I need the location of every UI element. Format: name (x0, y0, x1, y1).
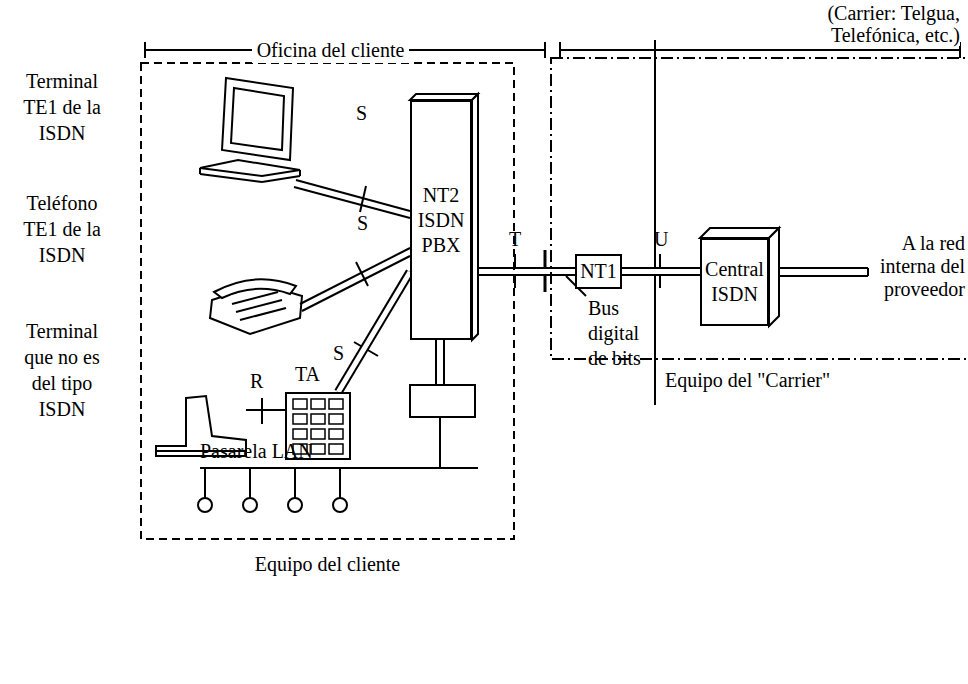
keypad-key (293, 399, 307, 409)
equipment-label: Central ISDN (704, 257, 765, 307)
connector (622, 271, 700, 272)
box-top-face (410, 94, 478, 100)
reference-label: A la red interna del proveedor (868, 232, 965, 301)
keypad-key (311, 414, 325, 424)
reference-label: (Carrier: Telgua, Telefónica, etc.) (818, 2, 960, 46)
region-title: Equipo del cliente (140, 552, 515, 577)
reference-label: S (356, 100, 370, 126)
box-side-face (769, 228, 779, 326)
box-side-face (472, 94, 478, 340)
region-border (141, 63, 514, 539)
keypad-key (311, 429, 325, 439)
equipment-label: NT1 (580, 259, 617, 284)
box-3d-faces (702, 240, 767, 324)
keypad-key (329, 429, 343, 439)
keypad-key (329, 414, 343, 424)
keypad-key (293, 429, 307, 439)
keypad-key (311, 444, 325, 454)
connector-core (338, 272, 410, 392)
reference-label: T (509, 226, 523, 252)
connector (472, 271, 575, 272)
box-top-face (700, 228, 779, 238)
reference-label: Pasarela LAN (200, 438, 360, 464)
reference-label: S (333, 340, 347, 366)
connector-outline (338, 272, 410, 392)
region-box: Equipo del clienteNT2 ISDN PBXTA (140, 62, 515, 540)
connector-core (622, 269, 700, 274)
equipment-label: TA (295, 362, 335, 387)
reference-label: Oficina del cliente (252, 37, 409, 63)
reference-label: R (250, 368, 264, 394)
reference-label: U (654, 226, 668, 252)
keypad-key (311, 399, 325, 409)
equipment-label: NT2 ISDN PBX (414, 183, 468, 258)
equipment-box: Central ISDN (700, 238, 769, 326)
reference-label: Terminal TE1 de la ISDN (12, 68, 112, 146)
keypad-key (329, 444, 343, 454)
reference-label: Teléfono TE1 de la ISDN (12, 190, 112, 268)
keypad-key (293, 414, 307, 424)
reference-label: S (357, 210, 371, 236)
reference-label: Bus digital de bits (588, 296, 660, 371)
region-title: Equipo del "Carrier" (665, 368, 925, 393)
connector-core (472, 269, 575, 274)
connector (338, 272, 410, 392)
equipment-box: NT2 ISDN PBX (410, 100, 472, 340)
connector-outline (622, 267, 700, 276)
equipment-box: NT1 (575, 254, 622, 289)
connector-outline (472, 267, 575, 276)
reference-label: Terminal que no es del tipo ISDN (12, 318, 112, 422)
keypad-key (329, 399, 343, 409)
